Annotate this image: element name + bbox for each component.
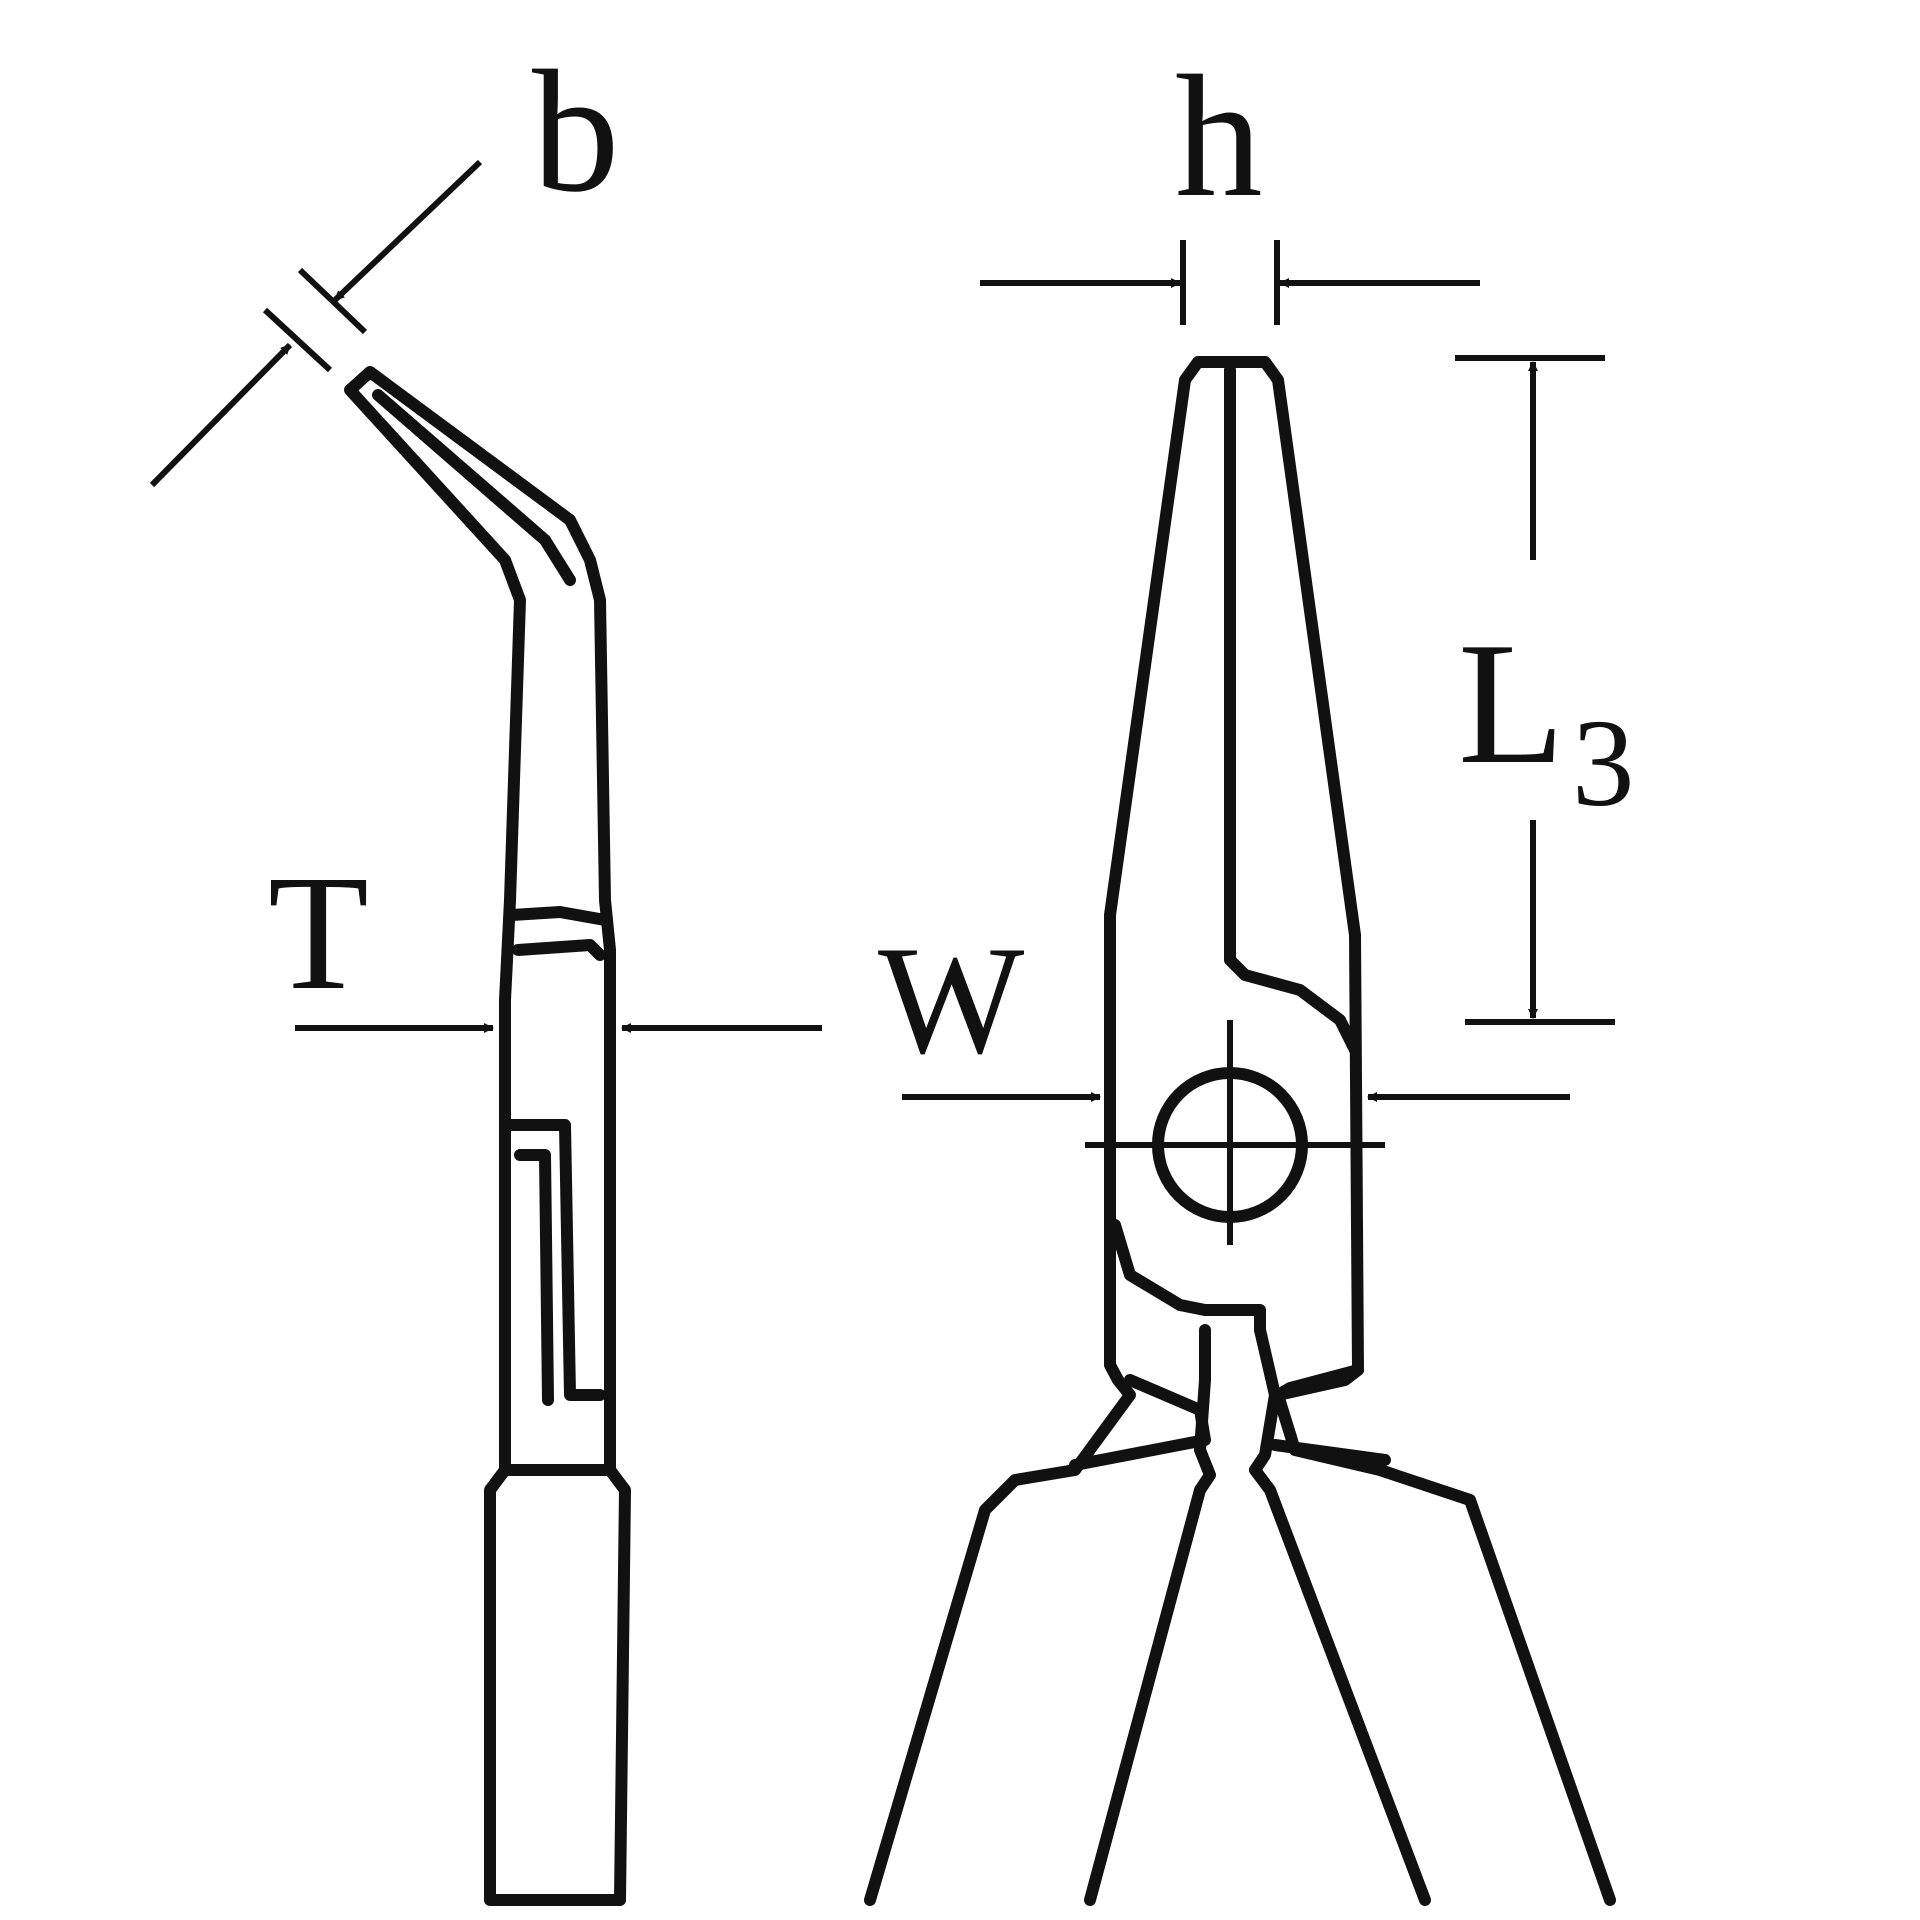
label-l: L: [1458, 606, 1565, 800]
side-view-joint-top: [506, 906, 611, 926]
dimension-b-arrow-lower: [149, 342, 293, 488]
front-view-right-band: [1272, 1364, 1364, 1401]
front-view-throat-right: [1249, 1324, 1431, 1906]
side-view: [344, 366, 631, 1906]
label-l-subscript: 3: [1572, 695, 1635, 833]
label-w: W: [878, 914, 1024, 1086]
front-view-jaw-split: [1224, 364, 1361, 1056]
front-view-outline: [864, 356, 1616, 1906]
dimension-h: [980, 240, 1480, 325]
front-view-throat: [1084, 1324, 1216, 1906]
front-view-right-band-2: [1269, 1439, 1391, 1466]
dimension-b-extension-2: [297, 267, 368, 335]
dimension-b: [149, 159, 483, 488]
front-view-left-band: [1069, 1374, 1211, 1471]
dimension-l3: [1455, 355, 1615, 1025]
label-t: T: [268, 841, 369, 1024]
front-view-joint-lower: [1109, 1219, 1266, 1336]
dimension-b-extension-1: [262, 307, 333, 373]
front-view: [864, 356, 1616, 1906]
side-view-jaw-slit: [372, 389, 576, 586]
label-h: h: [1175, 39, 1263, 233]
side-view-outline: [344, 366, 631, 1906]
side-view-slot-inner: [514, 1149, 554, 1406]
dimension-b-arrow-upper: [332, 159, 483, 303]
side-view-slot: [504, 1119, 606, 1401]
label-b: b: [532, 34, 620, 228]
side-view-joint-inner: [512, 939, 606, 961]
